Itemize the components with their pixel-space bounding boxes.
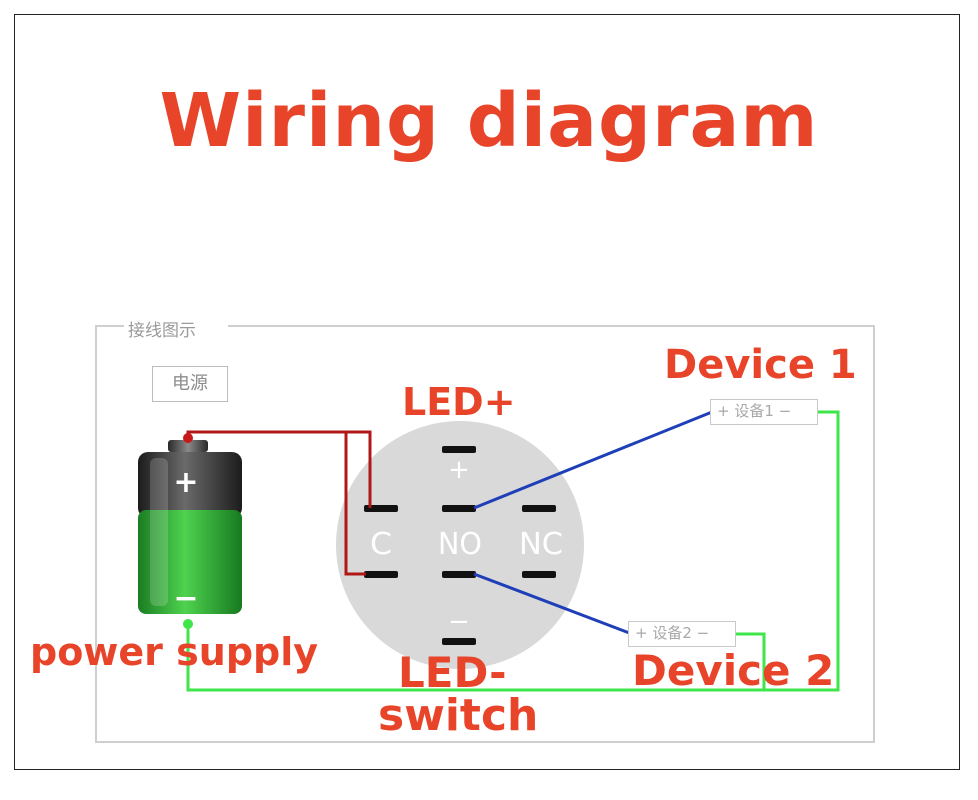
label-switch: switch	[378, 690, 539, 741]
terminal-no-bottom	[442, 571, 476, 578]
terminal-plus-label: +	[448, 455, 470, 485]
terminal-plus	[442, 446, 476, 453]
battery-highlight	[150, 458, 168, 606]
battery: + −	[138, 433, 242, 629]
terminal-no-top	[442, 505, 476, 512]
diagram-title: Wiring diagram	[159, 78, 819, 164]
wire-green-device2	[736, 632, 766, 690]
outer-frame	[14, 14, 960, 770]
terminal-nc-label: NC	[519, 527, 563, 562]
terminal-minus-label: −	[448, 607, 470, 637]
wire-blue-device1	[473, 410, 713, 510]
label-device2: Device 2	[632, 646, 835, 695]
terminal-c-top	[364, 505, 398, 512]
wire-blue-device2	[473, 572, 633, 636]
label-device1: Device 1	[664, 342, 857, 388]
terminal-nc-top	[522, 505, 556, 512]
device2-box: + 设备2 −	[628, 621, 736, 647]
battery-plus-node	[183, 433, 193, 443]
battery-plus-sign: +	[173, 465, 198, 500]
terminal-minus	[442, 638, 476, 645]
wire-green-device1	[186, 410, 840, 692]
battery-charge	[138, 510, 242, 614]
label-led-minus: LED-	[398, 648, 507, 697]
terminal-nc-bottom	[522, 571, 556, 578]
battery-minus-node	[183, 619, 193, 629]
label-led-plus: LED+	[402, 380, 516, 424]
terminal-no-label: NO	[438, 527, 482, 562]
label-power-supply: power supply	[30, 630, 319, 674]
power-source-box: 电源	[152, 366, 228, 402]
terminal-c-bottom	[364, 571, 398, 578]
switch-body	[336, 421, 584, 669]
legend-title: 接线图示	[124, 316, 200, 341]
battery-minus-sign: −	[173, 581, 198, 616]
battery-cap	[168, 440, 208, 452]
battery-top-shell	[138, 452, 242, 518]
terminal-c-label: C	[370, 527, 392, 562]
device1-box: + 设备1 −	[710, 399, 818, 425]
wire-red-to-c-bottom	[344, 432, 366, 576]
legend-frame	[95, 325, 875, 743]
